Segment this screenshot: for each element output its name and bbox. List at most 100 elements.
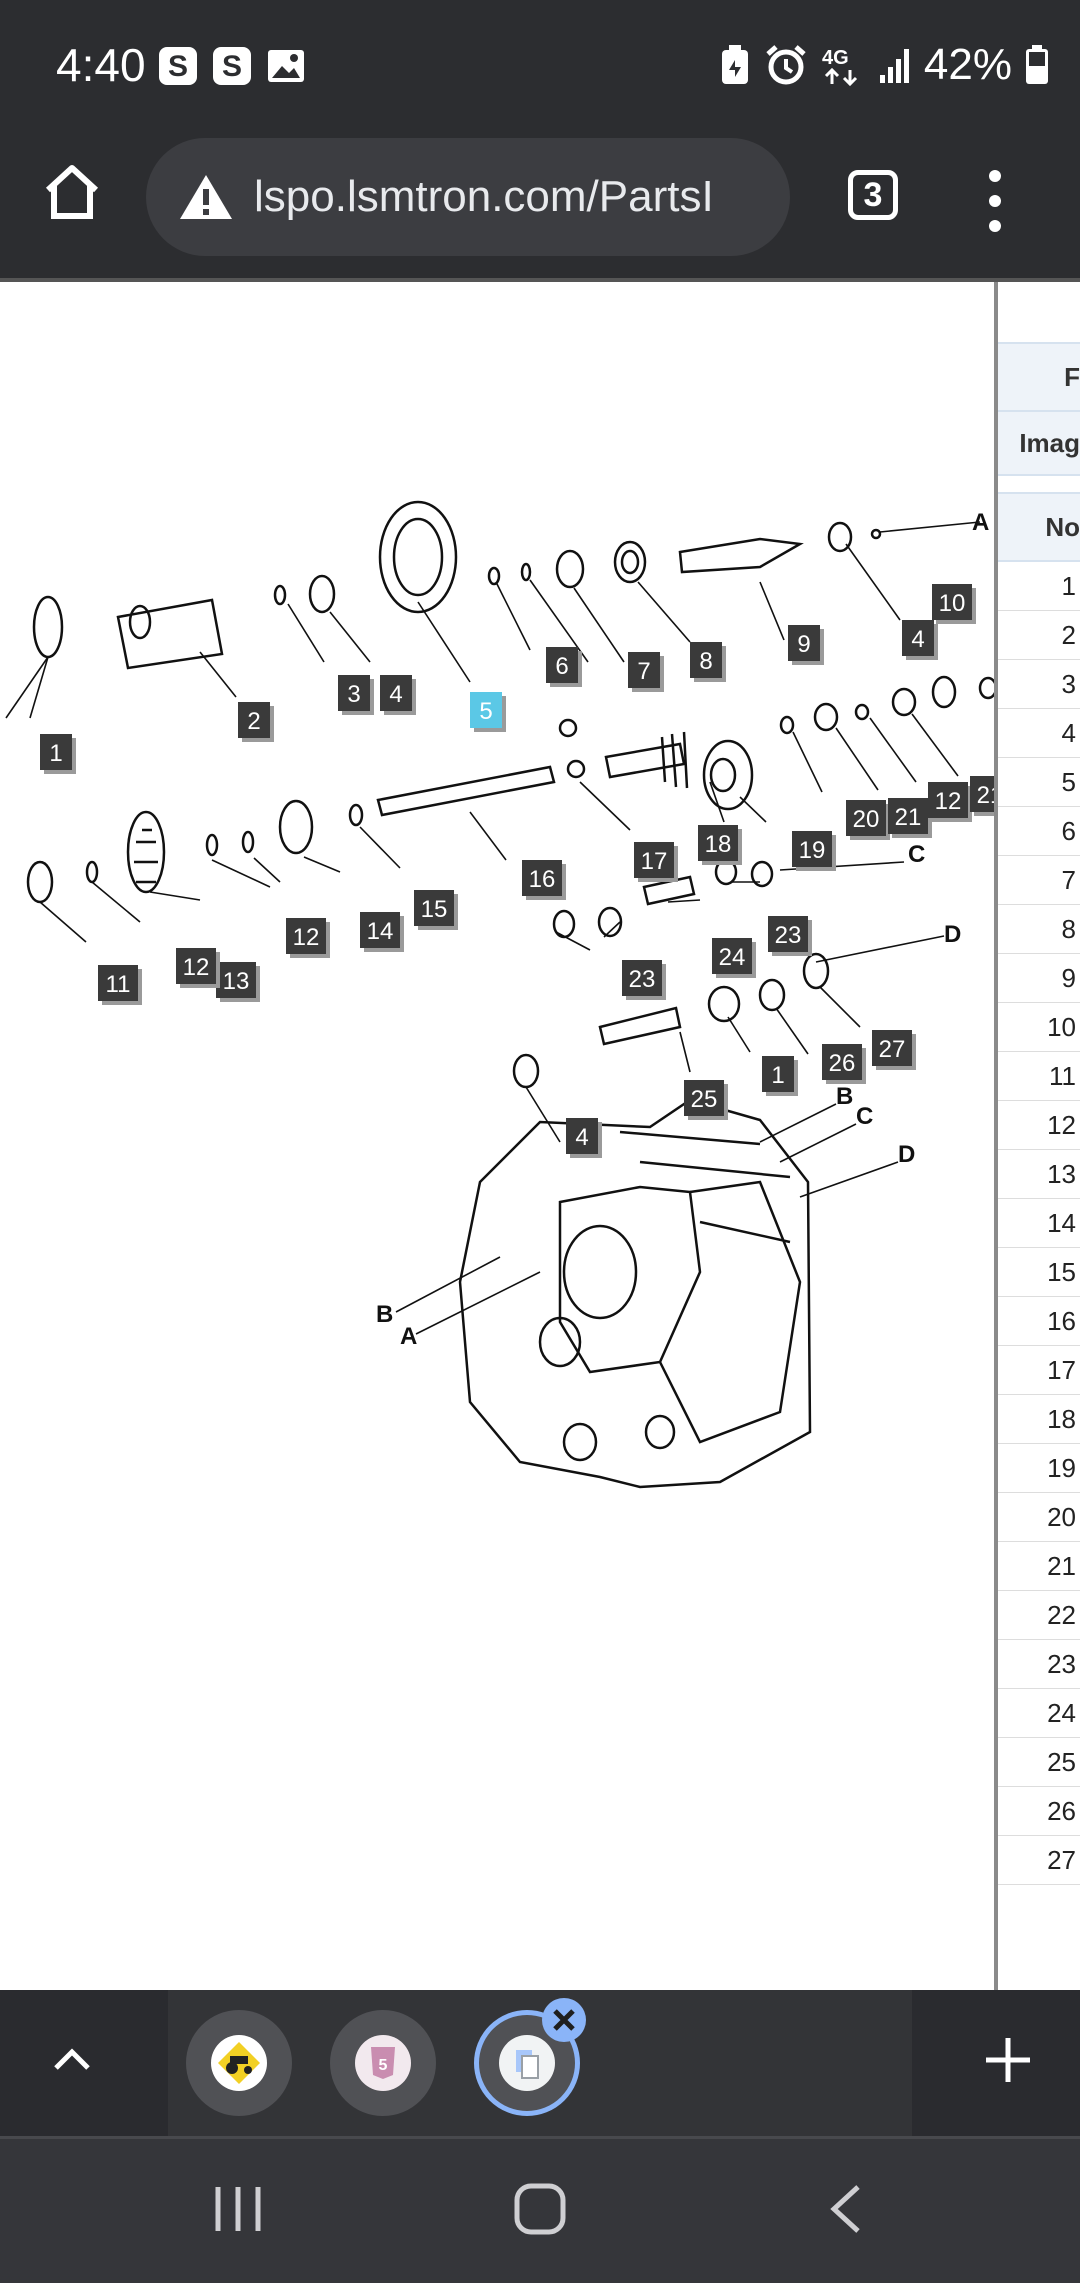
part-label-5[interactable]: 5 [470,692,506,732]
part-label-box[interactable] [286,918,326,954]
part-label-9[interactable]: 9 [788,625,824,665]
tab-html5[interactable]: 5 [330,2010,436,2116]
part-label-box[interactable] [928,782,968,818]
part-label-6[interactable]: 6 [546,647,582,687]
part-label-text[interactable]: 23 [629,966,656,993]
part-label-box[interactable] [40,734,72,770]
part-label-box[interactable] [690,642,722,678]
part-label-26[interactable]: 26 [822,1044,866,1084]
panel-divider[interactable] [994,282,998,1990]
part-label-text[interactable]: 21 [977,782,994,809]
part-label-21[interactable]: 21 [970,776,994,816]
part-label-box[interactable] [970,776,994,812]
part-label-box[interactable] [176,948,216,984]
part-label-box[interactable] [872,1030,912,1066]
part-label-box[interactable] [768,916,808,952]
part-label-20[interactable]: 20 [846,800,890,840]
part-label-box[interactable] [338,675,370,711]
part-label-box[interactable] [902,620,934,656]
part-label-box[interactable] [470,692,502,728]
back-icon[interactable] [818,2181,874,2237]
part-label-4[interactable]: 4 [902,620,938,660]
part-label-text[interactable]: 20 [853,806,880,833]
part-label-18[interactable]: 18 [698,825,742,865]
part-label-box[interactable] [698,825,738,861]
part-label-24[interactable]: 24 [712,938,756,978]
warning-icon[interactable] [178,172,234,222]
tab-switcher-button[interactable]: 3 [848,170,898,220]
part-label-box[interactable] [380,675,412,711]
part-label-text[interactable]: 11 [106,971,131,998]
part-label-box[interactable] [822,1044,862,1080]
part-label-2[interactable]: 2 [238,702,274,742]
part-label-text[interactable]: 12 [935,788,962,815]
part-label-text[interactable]: 1 [49,740,62,767]
part-label-text[interactable]: 13 [223,968,250,995]
part-label-27[interactable]: 27 [872,1030,916,1070]
home-icon[interactable] [40,160,104,224]
part-label-8[interactable]: 8 [690,642,726,682]
part-label-19[interactable]: 19 [792,831,836,871]
part-label-3[interactable]: 3 [338,675,374,715]
part-label-4[interactable]: 4 [566,1118,602,1158]
part-label-box[interactable] [888,798,928,834]
part-label-16[interactable]: 16 [522,860,566,900]
chevron-up-icon[interactable] [50,2038,94,2082]
part-label-box[interactable] [762,1056,794,1092]
part-label-box[interactable] [98,965,138,1001]
part-label-text[interactable]: 4 [389,681,402,708]
part-label-11[interactable]: 11 [98,965,142,1005]
part-label-25[interactable]: 25 [684,1080,728,1120]
part-label-text[interactable]: 2 [247,708,260,735]
part-label-14[interactable]: 14 [360,912,404,952]
part-label-1[interactable]: 1 [40,734,76,774]
part-label-text[interactable]: 4 [911,626,924,653]
part-label-text[interactable]: 21 [895,804,922,831]
home-nav-icon[interactable] [512,2181,568,2237]
part-label-7[interactable]: 7 [628,652,664,692]
part-label-text[interactable]: 9 [797,631,810,658]
part-label-12[interactable]: 12 [176,948,220,988]
part-label-box[interactable] [932,584,972,620]
address-bar[interactable]: lspo.lsmtron.com/PartsI [146,138,790,256]
url-text[interactable]: lspo.lsmtron.com/PartsI [254,172,714,221]
part-label-text[interactable]: 16 [529,866,556,893]
part-label-box[interactable] [846,800,886,836]
part-label-21[interactable]: 21 [888,798,932,838]
part-label-box[interactable] [238,702,270,738]
close-tab-icon[interactable] [540,1996,588,2044]
part-label-text[interactable]: 4 [575,1124,588,1151]
part-label-text[interactable]: 12 [293,924,320,951]
part-label-box[interactable] [546,647,578,683]
part-label-text[interactable]: 18 [705,831,732,858]
part-label-box[interactable] [360,912,400,948]
part-label-text[interactable]: 8 [699,648,712,675]
part-label-text[interactable]: 17 [641,848,668,875]
part-label-box[interactable] [522,860,562,896]
new-tab-plus-icon[interactable] [982,2034,1034,2086]
part-label-4[interactable]: 4 [380,675,416,715]
part-label-text[interactable]: 24 [719,944,746,971]
part-label-17[interactable]: 17 [634,842,678,882]
part-label-13[interactable]: 13 [216,962,260,1002]
part-label-text[interactable]: 19 [799,837,826,864]
part-label-box[interactable] [566,1118,598,1154]
part-label-box[interactable] [788,625,820,661]
part-label-12[interactable]: 12 [286,918,330,958]
part-label-text[interactable]: 5 [479,698,492,725]
part-label-box[interactable] [628,652,660,688]
part-label-text[interactable]: 26 [829,1050,856,1077]
part-label-text[interactable]: 3 [347,681,360,708]
part-label-box[interactable] [712,938,752,974]
part-label-text[interactable]: 15 [421,896,448,923]
part-label-text[interactable]: 7 [637,658,650,685]
more-menu-icon[interactable] [980,166,1010,236]
part-label-text[interactable]: 1 [771,1062,784,1089]
part-label-23[interactable]: 23 [768,916,812,956]
part-label-12[interactable]: 12 [928,782,972,822]
part-label-text[interactable]: 12 [183,954,210,981]
part-label-box[interactable] [684,1080,724,1116]
part-label-box[interactable] [216,962,256,998]
